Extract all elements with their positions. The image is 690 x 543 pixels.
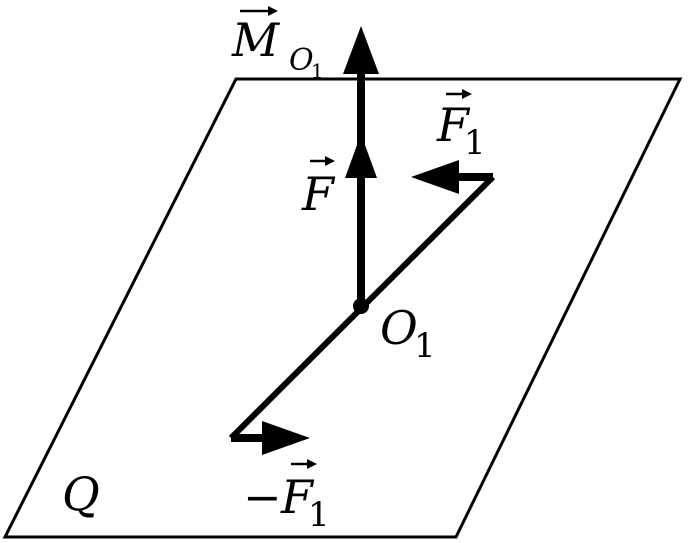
moment-arrowhead-icon [343,26,379,74]
force-label: F [301,156,336,221]
neg-force-one-subscript: 1 [308,495,330,535]
neg-force-one-arrowhead-icon [262,421,310,455]
force-arrowhead-icon [345,134,377,178]
force-one-symbol: F [436,98,471,152]
force-symbol: F [301,167,336,221]
plane-label: Q [62,467,100,521]
point-o1-label: O 1 [380,301,436,366]
plane-q [2,77,683,539]
neg-force-one-label: − F 1 [243,459,330,535]
neg-force-one-sign: − [243,470,282,524]
moment-subscript-base: O [289,43,314,78]
point-o1-subscript: 1 [414,326,436,366]
point-o1-symbol: O [380,301,418,355]
force-one-label: F 1 [436,89,486,163]
point-o1-dot [353,298,369,314]
force-one-subscript: 1 [464,123,486,163]
force-one-arrowhead-icon [411,160,459,194]
moment-subscript-index: 1 [311,59,324,83]
moment-symbol: M [231,13,281,67]
moment-label: M O 1 [231,6,324,83]
neg-force-one-symbol: F [280,470,315,524]
